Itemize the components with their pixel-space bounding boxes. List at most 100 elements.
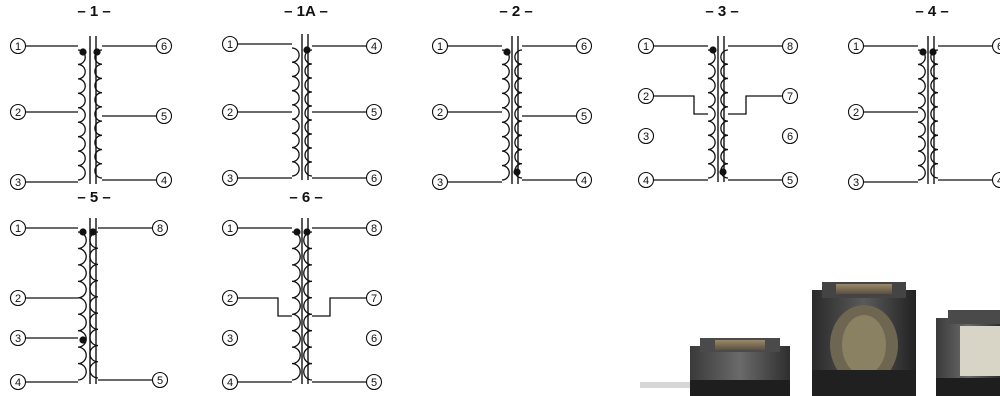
primary-winding [501, 49, 510, 181]
primary-winding [291, 231, 301, 381]
pin-terminal [151, 371, 169, 389]
pin-terminal [847, 37, 865, 55]
pin-terminal [221, 35, 239, 53]
pin-label: 1 [15, 223, 21, 235]
pin-terminal [847, 103, 865, 121]
secondary-winding [89, 231, 99, 379]
diagram-title: – 2 – [499, 3, 532, 20]
pin-terminal [155, 107, 173, 125]
diagram-title: – 5 – [77, 189, 110, 206]
pin-terminal [221, 289, 239, 307]
pin-label: 1 [437, 41, 443, 53]
secondary-winding [720, 49, 729, 179]
polarity-dot [503, 48, 511, 56]
polarity-dot [89, 228, 97, 236]
pin-label: 6 [787, 131, 793, 143]
pin-terminal [781, 87, 799, 105]
pin-terminal [221, 373, 239, 391]
pin-terminal [365, 289, 383, 307]
pin-terminal [781, 37, 799, 55]
pin-label: 8 [787, 41, 793, 53]
polarity-dot [719, 168, 727, 176]
pin-wire [238, 297, 292, 317]
polarity-dot [513, 168, 521, 176]
pin-label: 3 [437, 177, 443, 189]
pin-label: 2 [15, 293, 21, 305]
pin-label: 7 [787, 91, 793, 103]
pin-terminal [365, 37, 383, 55]
pin-wire [728, 95, 782, 115]
pin-label: 1 [227, 223, 233, 235]
polarity-dot [709, 46, 717, 54]
pin-label: 6 [371, 333, 377, 345]
pin-label: 1 [643, 41, 649, 53]
pin-label: 5 [161, 111, 167, 123]
pin-label: 4 [643, 175, 649, 187]
pin-terminal [365, 103, 383, 121]
pin-terminal [365, 373, 383, 391]
pin-terminal [847, 173, 865, 191]
pin-terminal [637, 171, 655, 189]
pin-label: 2 [437, 107, 443, 119]
pin-label: 2 [643, 91, 649, 103]
pin-label: 3 [853, 177, 859, 189]
polarity-dot [79, 228, 87, 236]
pin-label: 1 [15, 41, 21, 53]
pin-terminal [781, 171, 799, 189]
pin-label: 2 [227, 107, 233, 119]
pin-terminal [9, 219, 27, 237]
secondary-winding [514, 49, 523, 179]
pin-label: 4 [581, 175, 587, 187]
primary-winding [77, 49, 86, 181]
pin-terminal [221, 169, 239, 187]
polarity-dot [93, 48, 101, 56]
pin-label: 6 [371, 173, 377, 185]
pin-terminal [637, 87, 655, 105]
pin-label: 8 [371, 223, 377, 235]
primary-winding [291, 47, 300, 177]
pin-terminal [575, 107, 593, 125]
pin-label: 6 [161, 41, 167, 53]
pin-label: 5 [157, 375, 163, 387]
pin-label: 2 [853, 107, 859, 119]
pin-label: 3 [227, 333, 233, 345]
pin-terminal [365, 329, 383, 347]
pin-terminal [155, 37, 173, 55]
pin-terminal [431, 173, 449, 191]
component-photo [640, 282, 1000, 396]
pin-label: 4 [371, 41, 377, 53]
pin-label: 3 [227, 173, 233, 185]
pin-terminal [9, 329, 27, 347]
pin-label: 5 [371, 107, 377, 119]
polarity-dot [293, 228, 301, 236]
pin-terminal [221, 329, 239, 347]
pin-terminal [221, 219, 239, 237]
component-small [640, 338, 790, 396]
secondary-winding [930, 49, 939, 179]
pin-label: 4 [997, 175, 1000, 187]
pin-terminal [431, 37, 449, 55]
diagram-title: – 6 – [289, 189, 322, 206]
pin-terminal [9, 173, 27, 191]
pin-label: 1 [227, 39, 233, 51]
primary-winding [707, 49, 716, 179]
polarity-dot [79, 336, 87, 344]
pin-terminal [9, 37, 27, 55]
pin-terminal [991, 37, 1000, 55]
polarity-dot [303, 46, 311, 54]
secondary-winding [94, 49, 103, 179]
diagram-title: – 4 – [915, 3, 948, 20]
pin-label: 4 [227, 377, 233, 389]
component-tall [812, 282, 916, 396]
pin-terminal [637, 37, 655, 55]
pin-label: 5 [787, 175, 793, 187]
primary-winding [77, 231, 87, 381]
pin-terminal [9, 103, 27, 121]
